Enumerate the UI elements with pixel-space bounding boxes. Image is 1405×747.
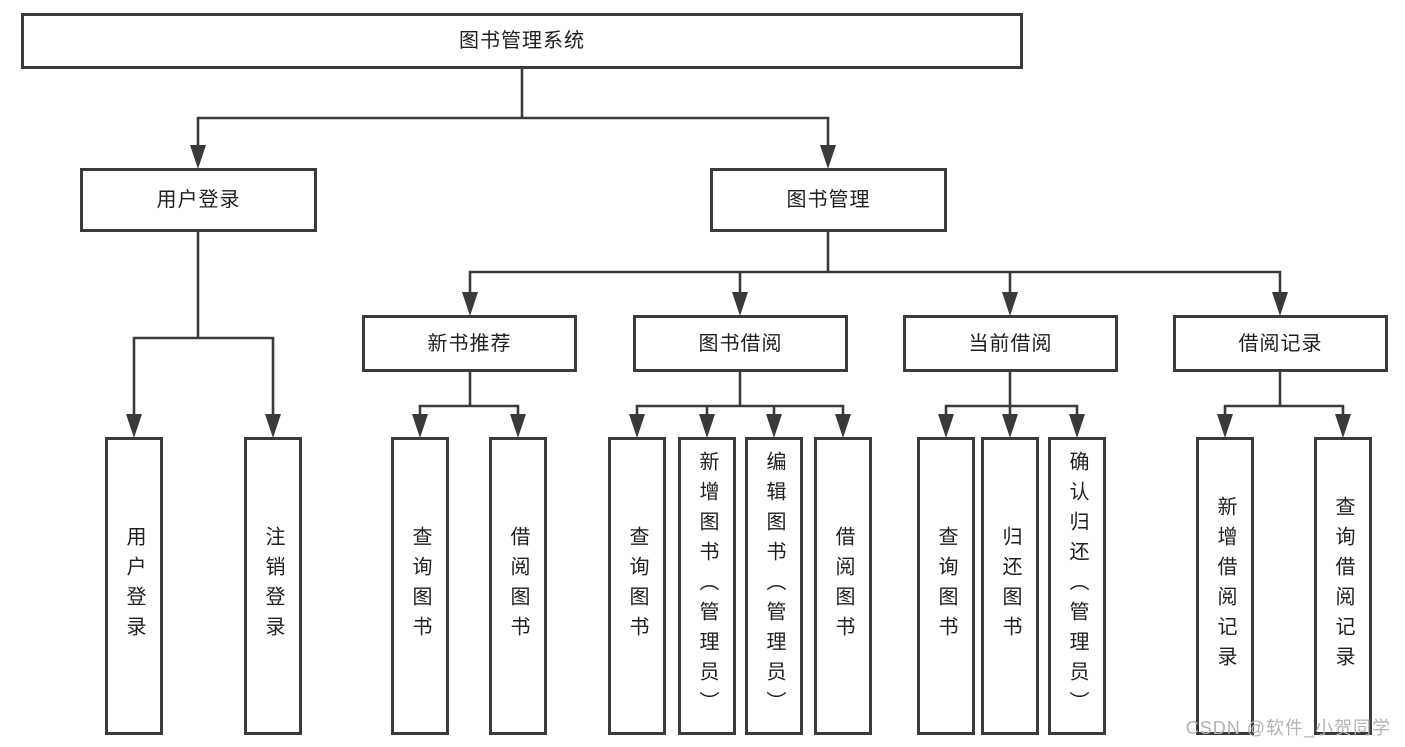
node-user-login: 用户登录 xyxy=(80,168,317,232)
node-book-borrow: 图书借阅 xyxy=(633,315,848,372)
leaf-query-borrow-record: 查询借阅记录 xyxy=(1314,437,1372,735)
node-borrow-records: 借阅记录 xyxy=(1173,315,1388,372)
edge-current-borrow-to-leaves xyxy=(944,372,1079,417)
arrowheads-borrow-records-leaves xyxy=(1217,414,1351,438)
leaf-query-book-recommend: 查询图书 xyxy=(391,437,449,735)
leaf-borrow-book: 借阅图书 xyxy=(814,437,872,735)
leaf-logout: 注销登录 xyxy=(244,437,302,735)
arrowheads-current-borrow-leaves xyxy=(938,414,1085,438)
leaf-add-book-admin: 新增图书（管理员） xyxy=(678,437,736,735)
arrowheads-level2 xyxy=(190,145,836,169)
leaf-confirm-return-admin: 确认归还（管理员） xyxy=(1048,437,1106,735)
leaf-user-login: 用户登录 xyxy=(105,437,163,735)
csdn-watermark: CSDN @软件_小贺同学 xyxy=(1185,718,1391,738)
edge-root-to-level2 xyxy=(196,69,830,148)
leaf-add-borrow-record: 新增借阅记录 xyxy=(1196,437,1254,735)
arrowheads-new-book-leaves xyxy=(412,414,526,438)
edge-new-book-to-leaves xyxy=(418,372,520,417)
node-new-book-recommend: 新书推荐 xyxy=(362,315,577,372)
node-current-borrow: 当前借阅 xyxy=(903,315,1118,372)
leaf-edit-book-admin: 编辑图书（管理员） xyxy=(745,437,803,735)
edge-book-borrow-to-leaves xyxy=(635,372,845,417)
leaf-query-book-borrow: 查询图书 xyxy=(608,437,666,735)
arrowheads-user-login-leaves xyxy=(126,414,281,438)
edge-book-management-to-level3 xyxy=(468,232,1282,295)
node-library-system: 图书管理系统 xyxy=(21,13,1023,69)
arrowheads-book-borrow-leaves xyxy=(629,414,851,438)
edge-borrow-records-to-leaves xyxy=(1223,372,1345,417)
leaf-borrow-book-recommend: 借阅图书 xyxy=(489,437,547,735)
node-book-management: 图书管理 xyxy=(710,168,947,232)
leaf-query-book-current: 查询图书 xyxy=(917,437,975,735)
leaf-return-book: 归还图书 xyxy=(981,437,1039,735)
edge-user-login-to-leaves xyxy=(132,232,275,417)
arrowheads-level3 xyxy=(462,292,1288,316)
